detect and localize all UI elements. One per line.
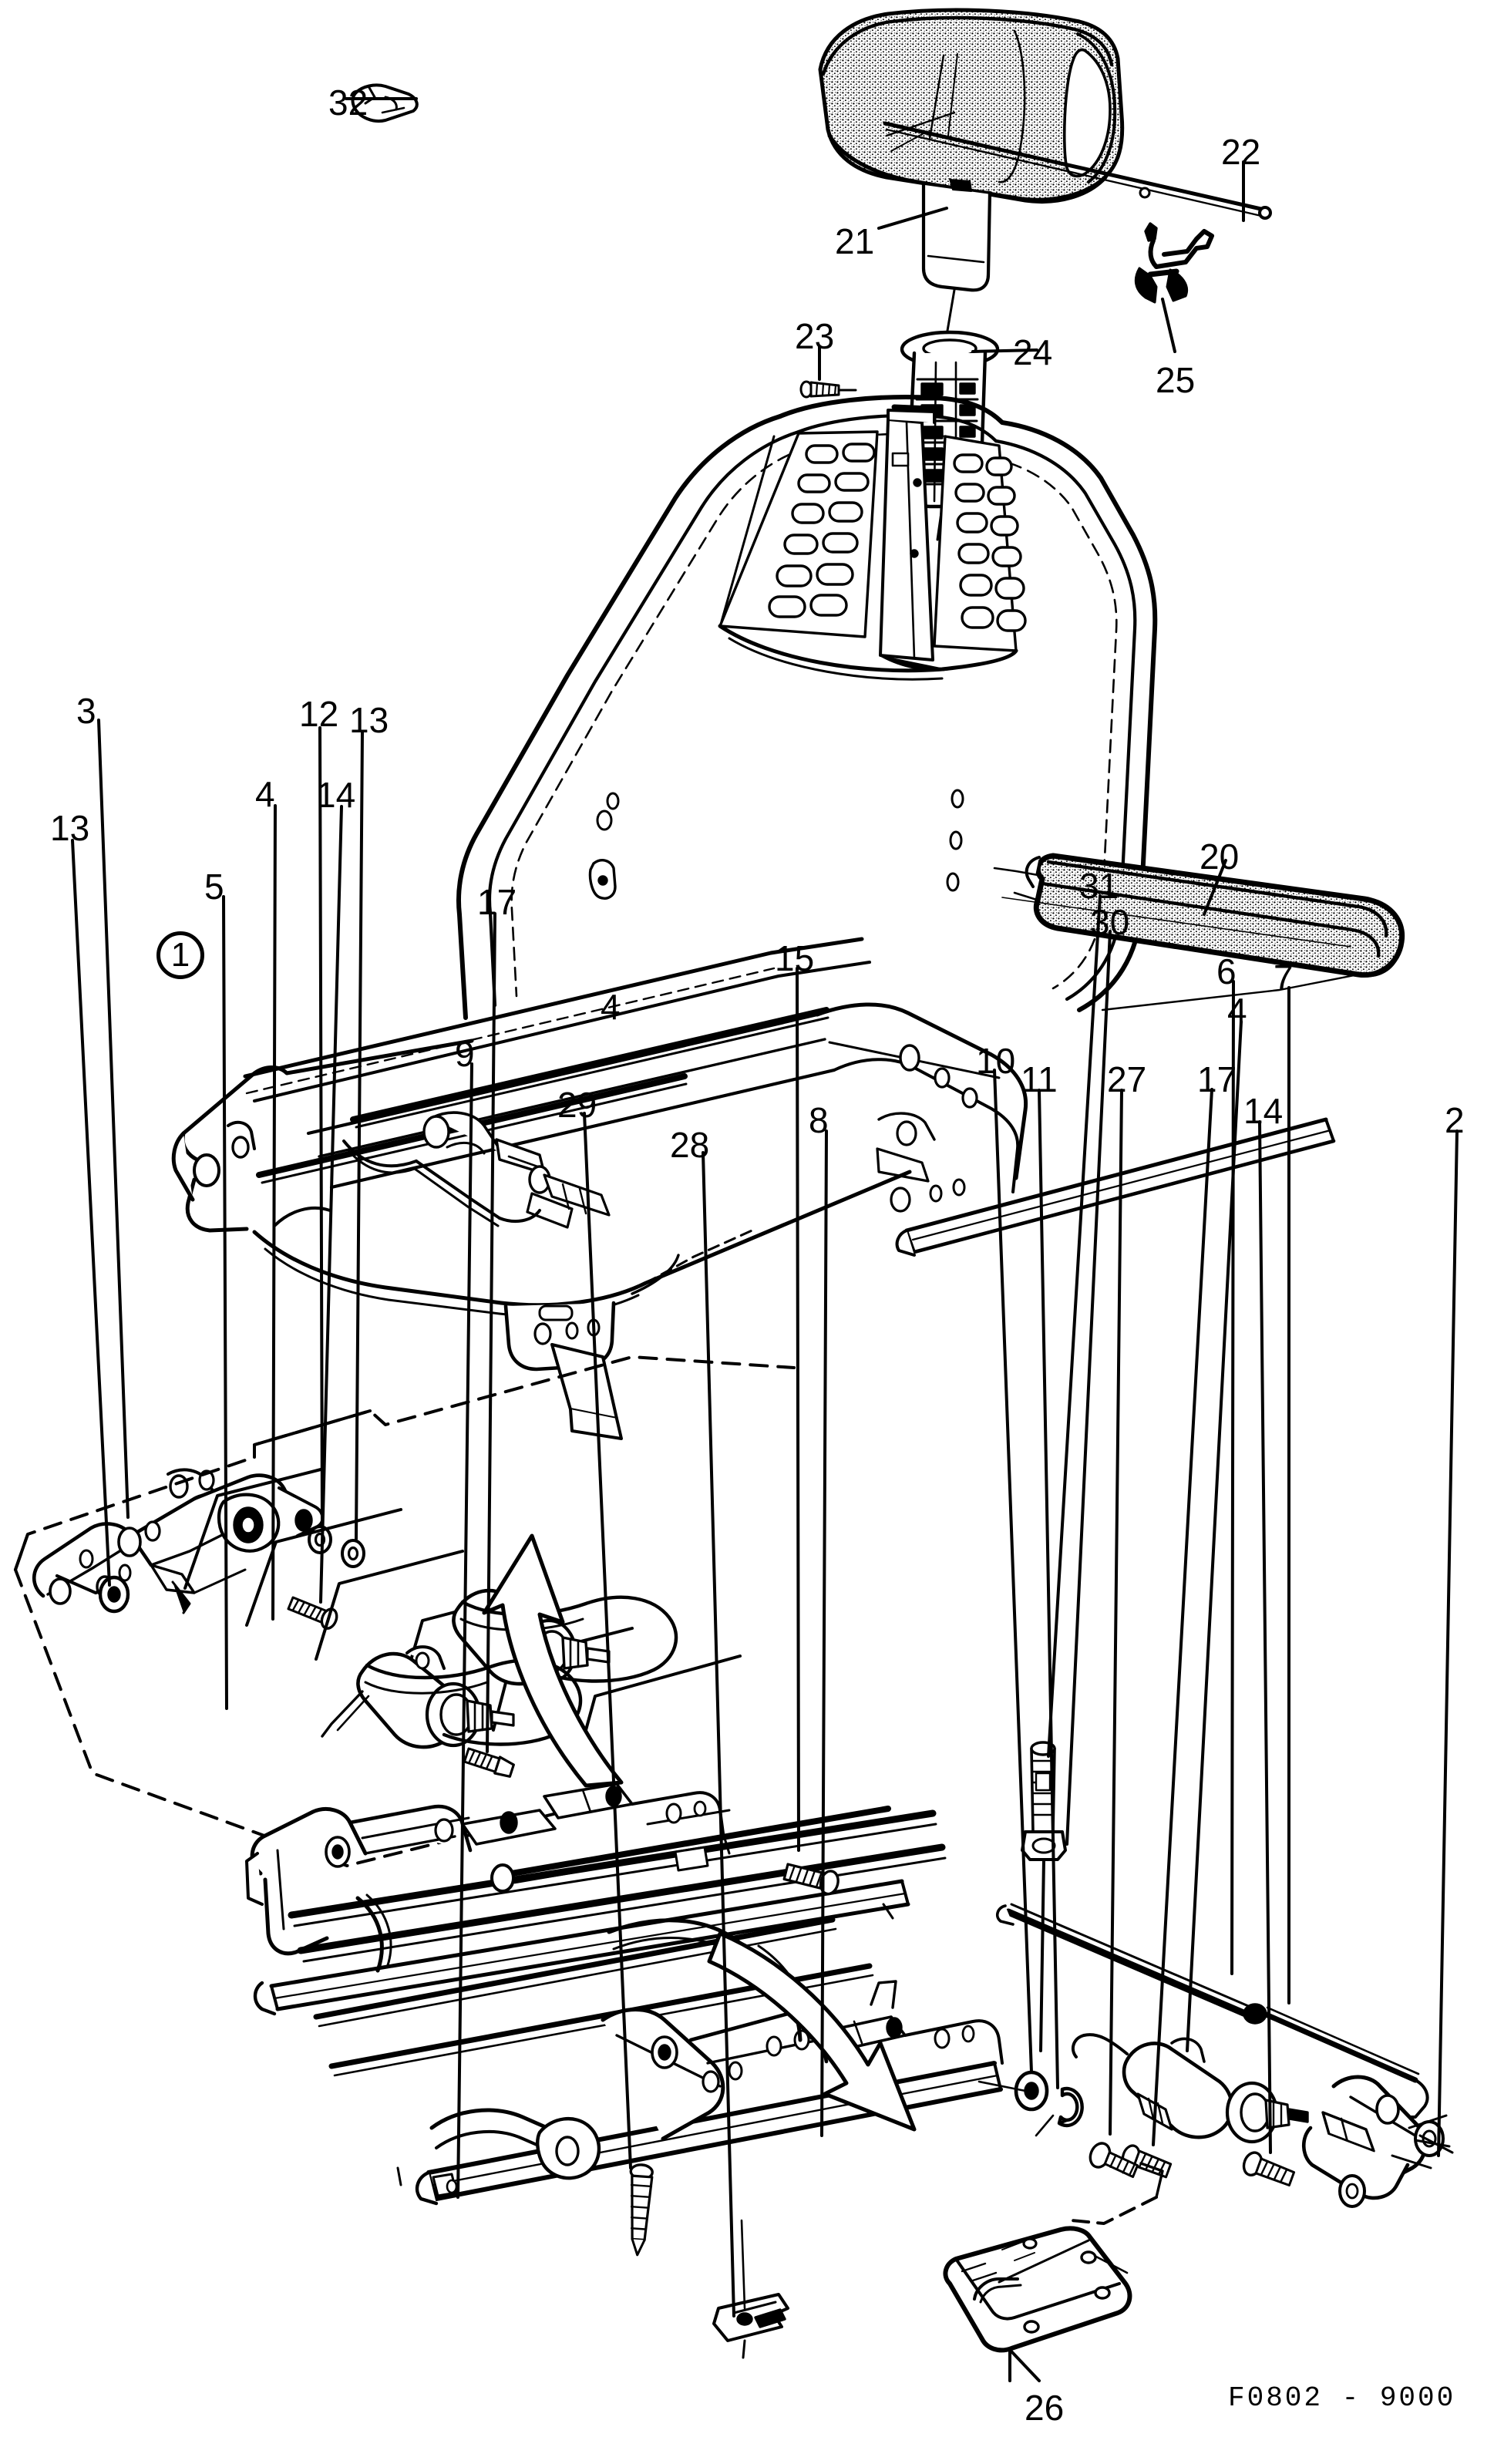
- callout-6: 6: [1216, 951, 1237, 991]
- callout-13b: 13: [50, 808, 90, 848]
- drawing-number: F0802 - 9000: [1228, 2382, 1456, 2414]
- callout-14a: 14: [316, 775, 356, 815]
- callout-10: 10: [976, 1041, 1016, 1081]
- callout-20: 20: [1200, 836, 1240, 877]
- retaining-ring: [1057, 2086, 1084, 2128]
- callout-17b: 17: [1197, 1059, 1237, 1099]
- callout-26: 26: [1025, 2388, 1065, 2428]
- callout-14b: 14: [1243, 1091, 1284, 1131]
- callout-28: 28: [670, 1125, 710, 1165]
- leader-lines: [71, 97, 1459, 2382]
- callout-4a: 4: [255, 774, 275, 814]
- callout-12: 12: [299, 694, 339, 734]
- callout-11: 11: [1021, 1059, 1058, 1099]
- callout-30: 30: [1090, 902, 1130, 942]
- callout-23: 23: [795, 316, 835, 356]
- nut: [1021, 1830, 1067, 1861]
- callout-29: 29: [557, 1085, 597, 1125]
- seat-back-frame: [456, 395, 1158, 1020]
- callout-32: 32: [328, 82, 368, 123]
- callout-2: 2: [1445, 1100, 1465, 1140]
- washer-set: [98, 1525, 365, 1614]
- gearbox-bracket: [1301, 2075, 1454, 2208]
- callout-24: 24: [1013, 332, 1053, 372]
- seat-adjuster-assembly: [245, 1782, 1004, 2206]
- armrest: [1025, 853, 1405, 978]
- screw-upper: [463, 1747, 515, 1778]
- screw-backrest: [799, 380, 857, 399]
- callout-31: 31: [1079, 866, 1119, 906]
- callout-13a: 13: [349, 700, 389, 740]
- clip-rail: [712, 2219, 789, 2359]
- callout-3: 3: [76, 691, 96, 731]
- callout-25: 25: [1156, 360, 1196, 400]
- callout-1-circled: 1: [156, 931, 204, 979]
- callout-4c: 4: [1227, 991, 1247, 1031]
- headrest-trim-clip: [351, 83, 419, 123]
- motor-lower-right: [1071, 2033, 1309, 2144]
- callout-7: 7: [1274, 958, 1294, 998]
- bolt-crossmember: [782, 1863, 840, 1896]
- assembly-arrow-down: [707, 1931, 917, 2132]
- callout-22: 22: [1221, 132, 1261, 172]
- drive-rods: [995, 1903, 1429, 2119]
- headrest-cushion: [818, 8, 1125, 204]
- assembly-arrow-up: [482, 1533, 624, 1788]
- callout-21: 21: [835, 221, 875, 261]
- callout-27: 27: [1107, 1059, 1147, 1099]
- spring-clip: [1134, 222, 1214, 304]
- trim-cover: [943, 2226, 1132, 2382]
- callout-17a: 17: [477, 882, 517, 922]
- callout-8: 8: [809, 1100, 829, 1140]
- screw-cover: [1089, 2142, 1139, 2179]
- callout-4b: 4: [601, 987, 621, 1027]
- seat-cushion-frame: [171, 937, 1336, 1440]
- operating-rod: [883, 121, 1272, 220]
- callout-15: 15: [775, 938, 815, 978]
- recliner-mechanism: [32, 1468, 325, 1614]
- callout-5: 5: [204, 867, 224, 907]
- screw-rail: [629, 2163, 654, 2257]
- callout-1-number: 1: [170, 936, 190, 974]
- motor-lower: [321, 1645, 583, 1749]
- bolt-lower: [1242, 2151, 1296, 2187]
- callout-9: 9: [455, 1034, 475, 1074]
